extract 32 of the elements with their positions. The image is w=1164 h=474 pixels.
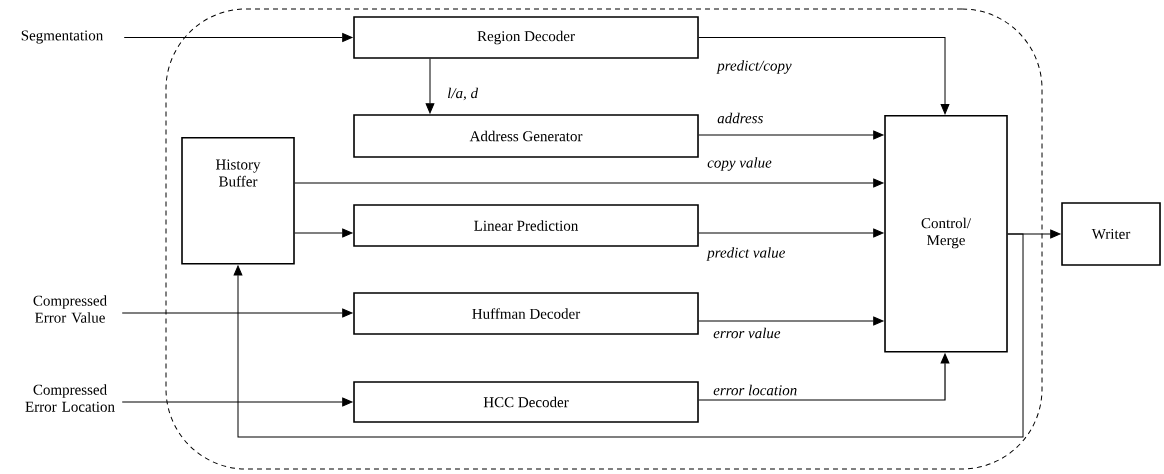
process-box: Address Generator (353, 114, 699, 158)
input-label: Compressed Error Location (25, 384, 115, 412)
arrow (233, 233, 1024, 438)
arrow (698, 316, 884, 326)
edge-label: address (716, 111, 765, 125)
edge-label: predict/copy (716, 59, 793, 75)
edge-label: l/a, d (446, 86, 480, 102)
arrow (698, 130, 884, 140)
process-box: Region Decoder (353, 16, 699, 59)
box-label: History Buffer (215, 159, 261, 187)
arrow (123, 33, 353, 42)
output-box: Writer (1061, 202, 1161, 266)
arrow (698, 37, 950, 115)
edge-label: error value (712, 326, 782, 340)
arrow (121, 308, 353, 318)
arrow (121, 397, 353, 407)
edge-label: error location (712, 383, 799, 397)
process-box: HCC Decoder (353, 381, 699, 423)
input-label: Compressed Error Value (33, 295, 107, 323)
arrow (294, 228, 353, 238)
arrow (294, 178, 884, 188)
process-box: Linear Prediction (353, 204, 699, 247)
process-box (181, 137, 295, 265)
input-label: Segmentation (21, 30, 104, 44)
edge-label: predict value (706, 246, 787, 262)
arrow (698, 228, 884, 238)
box-label: Control/ Merge (921, 217, 971, 249)
process-box (884, 115, 1008, 353)
dashed-boundary (165, 8, 1043, 470)
arrow (425, 58, 435, 114)
edge-label: copy value (706, 156, 773, 172)
process-box: Huffman Decoder (353, 292, 699, 335)
